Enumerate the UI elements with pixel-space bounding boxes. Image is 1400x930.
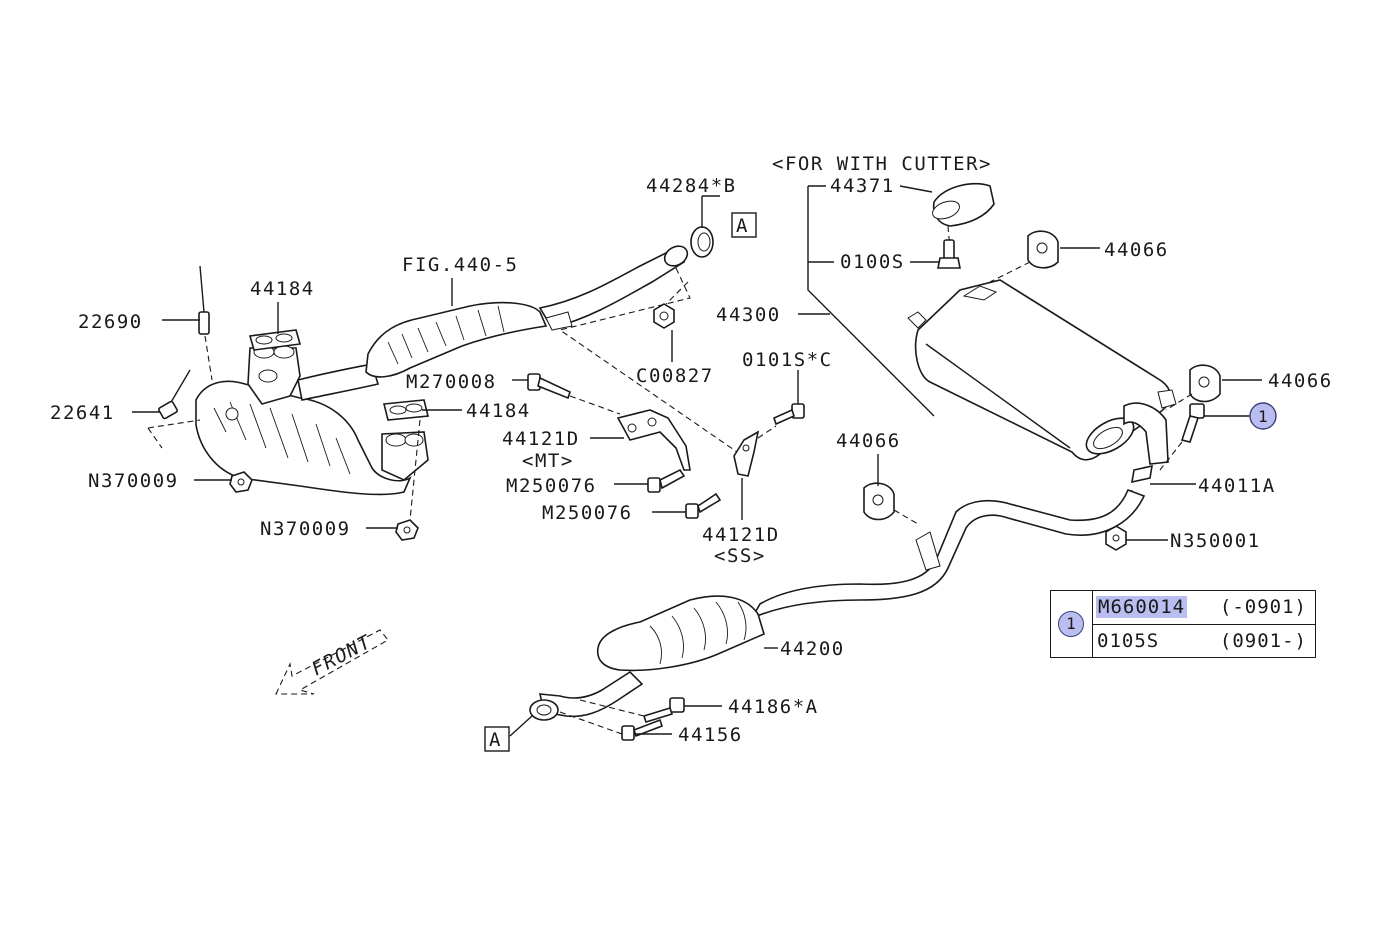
bolt-44156[interactable] [559, 699, 664, 741]
center-pipe-44200[interactable] [529, 488, 1146, 721]
label-n350001[interactable]: N350001 [1170, 530, 1261, 552]
rubber-mount-44066-mid[interactable] [1165, 364, 1221, 411]
bracket-44121d-mt[interactable] [616, 409, 691, 471]
bolt-m250076-b[interactable] [685, 492, 722, 519]
bolt-0100s[interactable] [937, 239, 961, 269]
label-44371[interactable]: 44371 [830, 175, 895, 197]
label-m270008[interactable]: M270008 [406, 371, 497, 393]
rubber-mount-44066-low[interactable] [863, 482, 919, 525]
legend-part-number[interactable]: 0105S [1097, 630, 1160, 652]
bolt-0101sc[interactable] [773, 403, 805, 426]
label-mt: <MT> [522, 450, 574, 472]
label-n370009-b[interactable]: N370009 [260, 518, 351, 540]
label-44011a[interactable]: 44011A [1198, 475, 1276, 497]
gasket-44184-top[interactable] [248, 329, 302, 351]
bolt-44186a[interactable] [642, 697, 685, 723]
gasket-44011a[interactable] [1131, 464, 1153, 484]
legend-part-number[interactable]: M660014 [1096, 596, 1188, 618]
label-44156[interactable]: 44156 [678, 724, 743, 746]
label-m250076-b[interactable]: M250076 [542, 502, 633, 524]
label-c00827[interactable]: C00827 [636, 365, 714, 387]
rubber-mount-44066-top[interactable] [989, 230, 1059, 283]
nut-c00827[interactable] [653, 281, 689, 329]
legend-date-range: (-0901) [1219, 596, 1307, 618]
label-n370009-a[interactable]: N370009 [88, 470, 179, 492]
bolt-m250076-a[interactable] [647, 468, 686, 493]
legend-mark-cell: 1 [1051, 591, 1093, 657]
label-44121d-mt[interactable]: 44121D [502, 428, 580, 450]
label-front: FRONT [308, 631, 376, 681]
oxygen-sensor-22641[interactable] [147, 369, 201, 449]
nut-n370009-a[interactable] [229, 471, 253, 493]
legend-mark-1: 1 [1058, 611, 1084, 637]
label-m250076-a[interactable]: M250076 [506, 475, 597, 497]
front-direction-arrow-icon [275, 629, 389, 695]
label-fig440-5[interactable]: FIG.440-5 [402, 254, 518, 276]
label-for-with-cutter: <FOR WITH CUTTER> [772, 153, 992, 175]
label-44200[interactable]: 44200 [780, 638, 845, 660]
label-0101sc[interactable]: 0101S*C [742, 349, 833, 371]
label-44184-mid[interactable]: 44184 [466, 400, 531, 422]
label-44184-top[interactable]: 44184 [250, 278, 315, 300]
legend-row[interactable]: M660014 (-0901) [1093, 591, 1315, 625]
rear-muffler-44300[interactable] [907, 279, 1177, 465]
label-ss: <SS> [714, 545, 766, 567]
gasket-44284b[interactable] [690, 226, 714, 258]
ref-box-a-bottom [484, 726, 510, 752]
label-ref-a-top[interactable]: A [736, 215, 749, 237]
label-44300[interactable]: 44300 [716, 304, 781, 326]
mark-1-text: 1 [1258, 407, 1268, 426]
front-exhaust-pipe-assembly[interactable] [195, 242, 691, 496]
label-44186a[interactable]: 44186*A [728, 696, 819, 718]
nut-n370009-b[interactable] [395, 419, 421, 541]
leader-lines [132, 185, 1262, 737]
label-0100s[interactable]: 0100S [840, 251, 905, 273]
callout-mark-1[interactable]: 1 [1249, 402, 1277, 430]
bolt-mark-1[interactable] [1159, 403, 1205, 471]
label-44066-low[interactable]: 44066 [836, 430, 901, 452]
label-44284b[interactable]: 44284*B [646, 175, 737, 197]
oxygen-sensor-22690[interactable] [198, 265, 213, 381]
bracket-44121d-ss[interactable] [733, 425, 777, 477]
part-substitution-legend: 1 M660014 (-0901) 0105S (0901-) [1050, 590, 1316, 658]
label-ref-a-bottom[interactable]: A [489, 729, 502, 751]
cutter-44371[interactable] [930, 182, 995, 251]
gasket-44184-mid[interactable] [382, 399, 430, 421]
bolt-m270008[interactable] [527, 373, 621, 415]
ref-box-a-top [731, 212, 757, 238]
legend-row[interactable]: 0105S (0901-) [1093, 625, 1315, 659]
legend-date-range: (0901-) [1219, 630, 1307, 652]
label-22641[interactable]: 22641 [50, 402, 115, 424]
label-44066-top[interactable]: 44066 [1104, 239, 1169, 261]
label-22690[interactable]: 22690 [78, 311, 143, 333]
label-44066-mid[interactable]: 44066 [1268, 370, 1333, 392]
label-44121d-ss[interactable]: 44121D [702, 524, 780, 546]
